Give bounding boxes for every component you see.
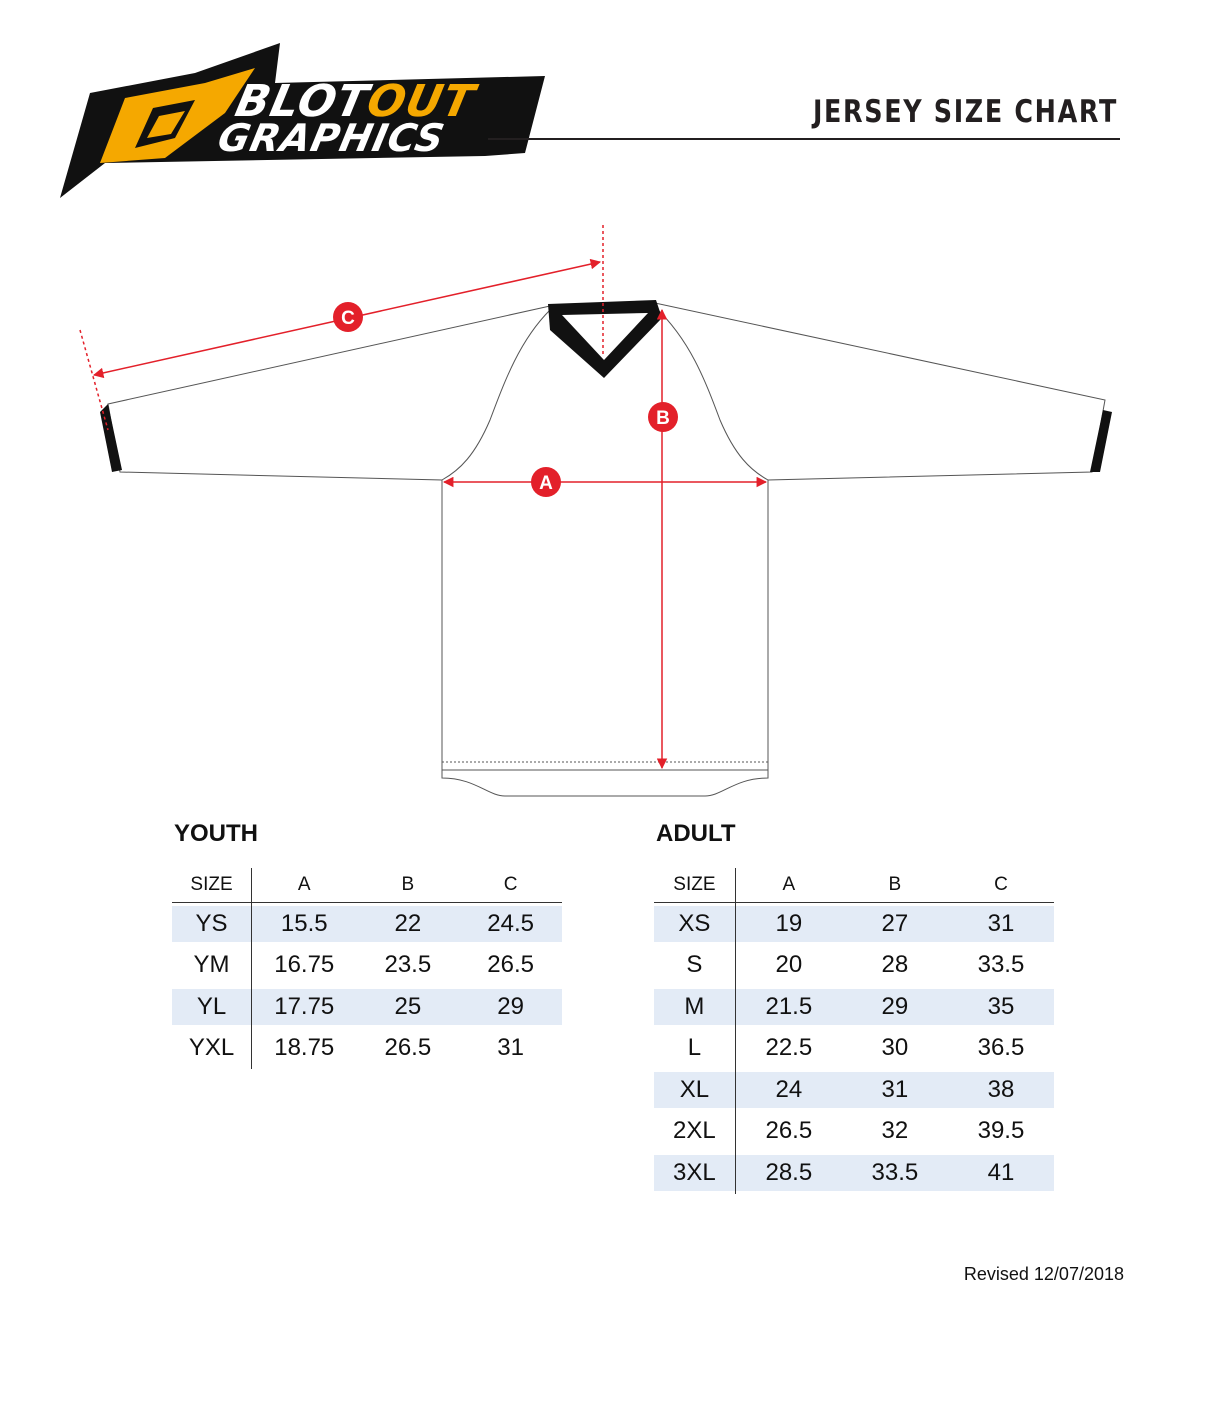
size-cell: 2XL: [673, 1117, 716, 1145]
a-cell: 19: [775, 909, 803, 937]
b-cell: 28: [881, 951, 909, 979]
svg-text:C: C: [341, 308, 355, 329]
b-cell: 27: [881, 909, 909, 937]
logo-text-out: OUT: [363, 76, 482, 126]
revision-date: Revised 12/07/2018: [963, 1264, 1124, 1284]
table-row: YM 16.75 23.5 26.5: [172, 944, 562, 986]
svg-text:BLOTOUT: BLOTOUT: [231, 76, 482, 126]
table-header-row: SIZE A B C: [654, 868, 1054, 903]
adult-size-table-section: ADULT SIZE A B C XS 19 27 31 S 20 28 33.…: [654, 820, 1054, 1210]
logo-text-blot: BLOT: [231, 76, 376, 126]
table-row: M 21.5 29 35: [654, 986, 1054, 1028]
c-cell: 31: [497, 1034, 524, 1062]
size-cell: L: [687, 1034, 702, 1062]
size-cell: YL: [196, 992, 227, 1020]
page-title: JERSEY SIZE CHART: [812, 94, 1118, 130]
c-cell: 29: [497, 992, 524, 1020]
size-cell: M: [684, 992, 705, 1020]
jersey-outline: [107, 302, 1106, 797]
b-cell: 22: [394, 909, 422, 937]
c-cell: 24.5: [487, 909, 534, 937]
marker-b: B: [648, 402, 678, 432]
a-cell: 24: [775, 1075, 803, 1103]
a-cell: 16.75: [274, 951, 335, 979]
c-cell: 38: [987, 1075, 1015, 1103]
b-cell: 31: [881, 1075, 909, 1103]
blotout-graphics-logo: BLOTOUT GRAPHICS: [60, 43, 545, 198]
size-cell: S: [686, 951, 703, 979]
a-cell: 20: [775, 951, 803, 979]
marker-c: C: [333, 302, 363, 332]
table-row: 3XL 28.5 33.5 41: [654, 1152, 1054, 1194]
adult-title: ADULT: [656, 820, 736, 847]
size-cell: YS: [195, 909, 228, 937]
youth-title: YOUTH: [174, 820, 258, 847]
youth-size-table-section: YOUTH SIZE A B C YS 15.5 22 24.5 YM 16.7…: [172, 820, 562, 1080]
table-row: 2XL 26.5 32 39.5: [654, 1110, 1054, 1152]
size-cell: YXL: [188, 1034, 235, 1062]
size-cell: YM: [193, 951, 230, 979]
size-cell: 3XL: [673, 1158, 716, 1186]
column-header-c: C: [459, 868, 562, 903]
column-header-c: C: [947, 868, 1054, 903]
youth-size-table: SIZE A B C YS 15.5 22 24.5 YM 16.75 23.5…: [172, 868, 562, 1069]
c-cell: 41: [987, 1158, 1015, 1186]
a-cell: 15.5: [280, 909, 328, 937]
c-cell: 31: [987, 909, 1015, 937]
adult-size-table: SIZE A B C XS 19 27 31 S 20 28 33.5 M 21…: [654, 868, 1054, 1194]
c-cell: 36.5: [977, 1034, 1025, 1062]
b-cell: 32: [881, 1117, 909, 1145]
header-divider: [488, 138, 1120, 140]
column-header-size: SIZE: [654, 868, 736, 903]
table-row: XL 24 31 38: [654, 1069, 1054, 1111]
right-cuff: [1090, 410, 1112, 472]
table-row: YXL 18.75 26.5 31: [172, 1027, 562, 1069]
a-cell: 17.75: [274, 992, 335, 1020]
marker-a: A: [531, 467, 561, 497]
svg-text:B: B: [656, 408, 670, 429]
b-cell: 30: [881, 1034, 909, 1062]
a-cell: 28.5: [765, 1158, 813, 1186]
a-cell: 21.5: [765, 992, 813, 1020]
b-cell: 26.5: [384, 1034, 432, 1062]
column-header-a: A: [251, 868, 357, 903]
c-cell: 33.5: [977, 951, 1025, 979]
column-header-b: B: [841, 868, 948, 903]
column-header-b: B: [356, 868, 460, 903]
b-cell: 33.5: [871, 1158, 919, 1186]
a-cell: 22.5: [765, 1034, 813, 1062]
c-cell: 26.5: [487, 951, 534, 979]
a-cell: 18.75: [274, 1034, 335, 1062]
left-cuff: [100, 404, 122, 472]
b-cell: 23.5: [384, 951, 432, 979]
column-header-a: A: [735, 868, 842, 903]
table-row: XS 19 27 31: [654, 902, 1054, 945]
column-header-size: SIZE: [172, 868, 253, 903]
svg-text:A: A: [539, 473, 553, 494]
jersey-diagram: C B A: [79, 225, 1112, 797]
c-cell: 39.5: [977, 1117, 1025, 1145]
c-cell: 35: [987, 992, 1015, 1020]
table-row: L 22.5 30 36.5: [654, 1027, 1054, 1069]
b-cell: 29: [881, 992, 909, 1020]
table-row: YS 15.5 22 24.5: [172, 902, 562, 945]
table-header-row: SIZE A B C: [172, 868, 562, 903]
size-cell: XS: [678, 909, 711, 937]
a-cell: 26.5: [765, 1117, 813, 1145]
size-cell: XL: [679, 1075, 710, 1103]
b-cell: 25: [394, 992, 422, 1020]
table-row: YL 17.75 25 29: [172, 986, 562, 1028]
logo-text-graphics: GRAPHICS: [214, 116, 449, 161]
table-row: S 20 28 33.5: [654, 944, 1054, 986]
